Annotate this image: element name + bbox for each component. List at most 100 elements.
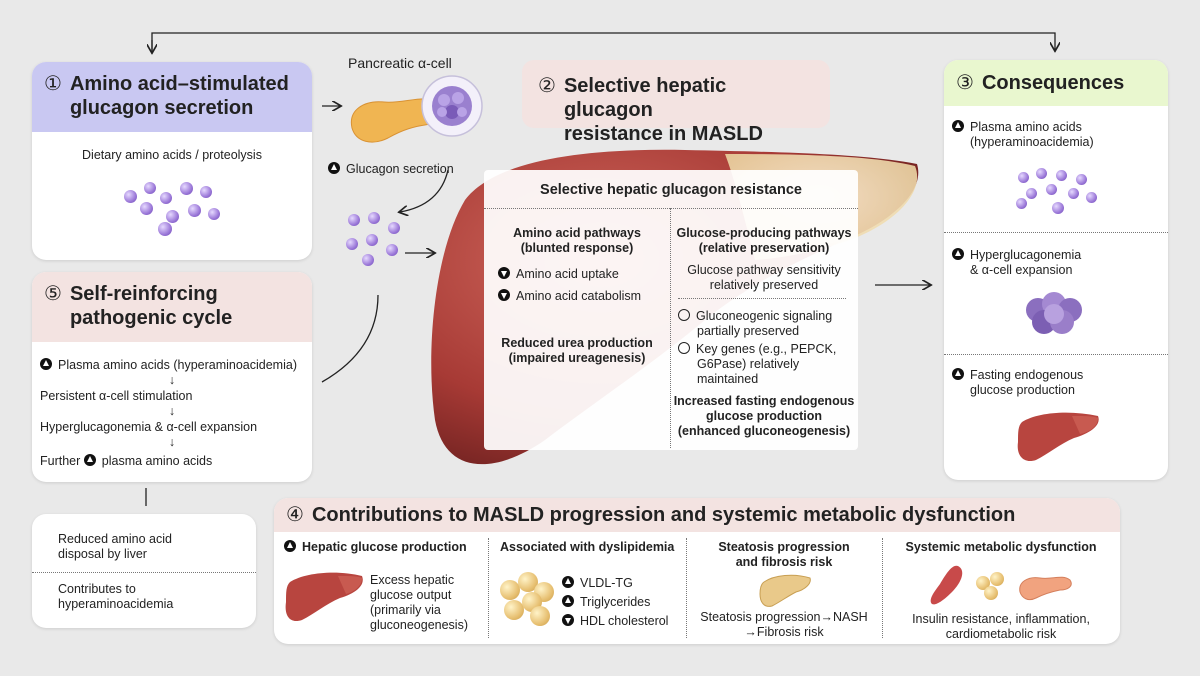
col4-text: Insulin resistance, inflammation, cardio… [882, 612, 1120, 642]
amino-acid-molecules-icon [344, 212, 404, 267]
col4-head: Systemic metabolic dysfunction [905, 540, 1097, 554]
right-head: Glucose-producing pathways (relative pre… [670, 226, 858, 256]
left-head-1: Amino acid pathways [513, 226, 641, 240]
panel-5-title-1: Self-reinforcing [69, 283, 218, 305]
liver-box-title: Selective hepatic glucagon resistance [540, 182, 802, 198]
open-circle-icon [678, 342, 690, 354]
right-item-1b: partially preserved [697, 324, 800, 338]
arrow-up-icon [952, 248, 964, 260]
col3-text: Steatosis progression→NASH →Fibrosis ris… [686, 610, 882, 640]
col2-item-2: Triglycerides [580, 595, 651, 609]
side-box-line-1: Reduced amino acid disposal by liver [58, 532, 172, 562]
arrow-up-icon [562, 576, 574, 588]
right-foot-1: Increased fasting endogenous [673, 394, 855, 408]
cycle-step-1: Plasma amino acids (hyperaminoacidemia) [40, 358, 297, 373]
consequence-2: Hyperglucagonemia & α-cell expansion [952, 248, 1081, 278]
cycle-step-4: Further plasma amino acids [40, 454, 212, 469]
consequence-1a: Plasma amino acids [970, 120, 1082, 134]
panel-4-title: Contributions to MASLD progression and s… [311, 504, 1016, 526]
panel-3-header: ③ Consequences [944, 60, 1168, 106]
consequence-1b: (hyperaminoacidemia) [970, 135, 1094, 149]
right-item-2c: maintained [697, 372, 759, 386]
consequence-3a: Fasting endogenous [970, 368, 1084, 382]
col2-item-3: HDL cholesterol [580, 614, 669, 628]
col1-head: Hepatic glucose production [284, 540, 467, 555]
left-foot: Reduced urea production (impaired ureage… [484, 336, 670, 366]
col1-text-1: Excess hepatic [370, 573, 455, 587]
divider [678, 298, 846, 299]
side-box-line-2a: Contributes to [58, 582, 136, 596]
alpha-cell-cluster-icon [1026, 292, 1082, 334]
arrow-up-icon [284, 540, 296, 552]
pancreas-icon [1019, 576, 1072, 601]
cycle-step-2: Persistent α-cell stimulation [40, 389, 193, 403]
arrow-up-icon [328, 162, 340, 174]
right-head-2: (relative preservation) [698, 241, 830, 255]
side-box-line-2b: hyperaminoacidemia [58, 597, 174, 611]
consequence-3b: glucose production [970, 383, 1075, 397]
arrow-down-icon [498, 289, 510, 301]
left-item-1-text: Amino acid uptake [516, 267, 619, 281]
right-item-2a: Key genes (e.g., PEPCK, [696, 342, 837, 356]
down-arrow: ↓ [168, 435, 176, 449]
divider [32, 572, 256, 573]
glucagon-secretion-text: Glucagon secretion [346, 162, 454, 176]
panel-5-title-2: pathogenic cycle [69, 307, 233, 329]
amino-acid-molecules-icon [122, 178, 222, 238]
panel-1-card: ① Amino acid–stimulated glucagon secreti… [32, 62, 312, 260]
liver-icon [759, 574, 811, 607]
arrow-up-icon [952, 368, 964, 380]
panel-4-header: ④ Contributions to MASLD progression and… [274, 498, 1120, 532]
panel-5-card: ⑤ Self-reinforcing pathogenic cycle Plas… [32, 272, 312, 482]
divider [944, 354, 1168, 355]
col1-head-text: Hepatic glucose production [302, 540, 467, 554]
col1-text-4: gluconeogenesis) [370, 618, 468, 632]
panel-3-number: ③ [956, 72, 974, 94]
panel-1-title-1: Amino acid–stimulated [69, 73, 289, 95]
right-foot-3: (enhanced gluconeogenesis) [677, 424, 851, 438]
right-item-1a: Gluconeogenic signaling [696, 309, 833, 323]
divider [484, 208, 858, 209]
panel-2-title-1: Selective hepatic glucagon [563, 75, 727, 121]
cycle-step-3: Hyperglucagonemia & α-cell expansion [40, 420, 258, 434]
right-sens-2: relatively preserved [709, 278, 819, 292]
left-item-1: Amino acid uptake [498, 267, 619, 282]
fat-droplets-icon [496, 570, 556, 630]
side-box-line-2: Contributes to hyperaminoacidemia [58, 582, 173, 612]
panel-1-caption: Dietary amino acids / proteolysis [82, 148, 262, 162]
consequence-1: Plasma amino acids (hyperaminoacidemia) [952, 120, 1094, 150]
cycle-step-4-prefix: Further [40, 454, 81, 468]
col4-text-1: Insulin resistance, inflammation, [912, 612, 1090, 626]
down-arrow: ↓ [168, 373, 176, 387]
panel-1-title-2: glucagon secretion [69, 97, 254, 119]
panel-5-number: ⑤ [44, 283, 62, 305]
arrow-up-icon [952, 120, 964, 132]
pancreas-icon [350, 75, 483, 143]
consequence-2b: & α-cell expansion [970, 263, 1073, 277]
col2-head: Associated with dyslipidemia [500, 540, 675, 554]
right-foot-2: glucose production [706, 409, 822, 423]
pancreas-label: Pancreatic α-cell [348, 55, 452, 71]
left-head-2: (blunted response) [520, 241, 634, 255]
divider [686, 538, 687, 638]
arrow-up-icon [83, 454, 96, 466]
panel-3-card: ③ Consequences Plasma amino acids (hyper… [944, 60, 1168, 480]
panel-1-number: ① [44, 73, 62, 95]
col2-items: VLDL-TG Triglycerides HDL cholesterol [562, 576, 668, 629]
right-item-2: Key genes (e.g., PEPCK, G6Pase) relative… [678, 342, 836, 387]
arrow-down-icon [498, 267, 510, 279]
panel-3-title: Consequences [981, 72, 1125, 94]
left-head: Amino acid pathways (blunted response) [484, 226, 670, 256]
panel-4-number: ④ [286, 504, 304, 526]
down-arrow: ↓ [168, 404, 176, 418]
arrow-up-icon [562, 595, 574, 607]
glucagon-secretion-label: Glucagon secretion [328, 162, 454, 177]
side-box-line-1a: Reduced amino acid [58, 532, 172, 546]
divider [670, 208, 671, 448]
panel-4-card: ④ Contributions to MASLD progression and… [274, 498, 1120, 644]
fat-droplets-icon [974, 570, 1008, 604]
panel-5-header: ⑤ Self-reinforcing pathogenic cycle [32, 272, 312, 342]
right-sensitivity: Glucose pathway sensitivity relatively p… [670, 263, 858, 293]
liver-icon [285, 572, 363, 622]
consequence-3: Fasting endogenous glucose production [952, 368, 1083, 398]
